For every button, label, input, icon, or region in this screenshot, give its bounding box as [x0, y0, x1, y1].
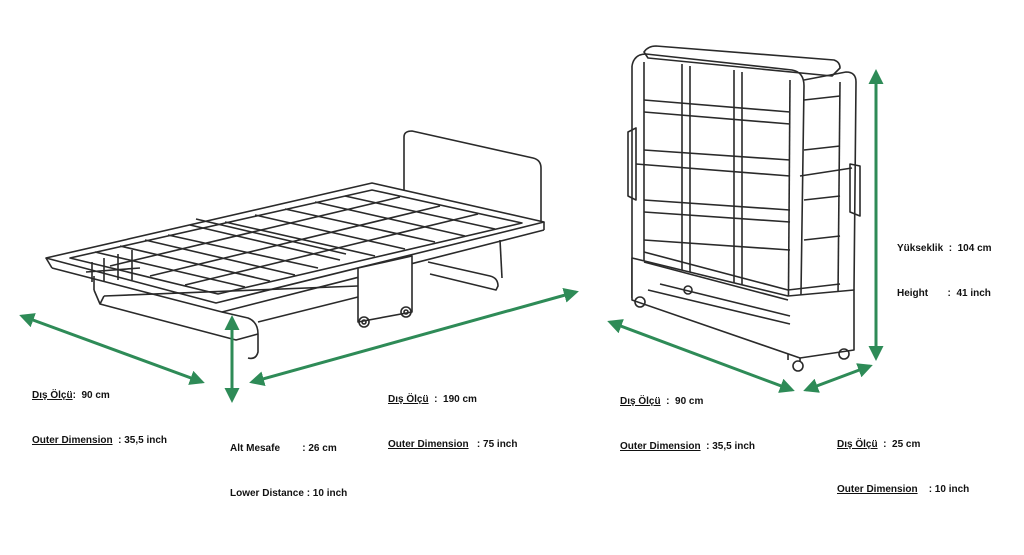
arrow-folded-depth [803, 363, 873, 393]
label-key: Outer Dimension [620, 441, 701, 452]
folded-base [631, 257, 855, 359]
label-value: : 75 inch [468, 439, 518, 450]
label-value: : 41 inch [928, 288, 991, 299]
label-key: Dış Ölçü [388, 394, 429, 405]
label-value: : 26 cm [280, 443, 337, 454]
label-value: : 90 cm [72, 390, 110, 401]
label-value: : 10 inch [917, 484, 970, 495]
label-lower-distance: Alt Mesafe : 26 cm Lower Distance : 10 i… [230, 411, 347, 516]
label-key: Dış Ölçü [837, 439, 878, 450]
label-key: Dış Ölçü [620, 396, 661, 407]
label-key: Height [897, 288, 929, 299]
folded-caster-3 [838, 348, 850, 360]
label-key: Outer Dimension [32, 435, 113, 446]
label-key: Outer Dimension [837, 484, 918, 495]
label-key: Dış Ölçü [32, 390, 73, 401]
label-value: : 35,5 inch [112, 435, 168, 446]
folded-caster-1 [634, 296, 646, 308]
label-value: : 90 cm [660, 396, 704, 407]
arrow-open-length [249, 287, 579, 387]
label-value: : 10 inch [303, 488, 348, 499]
label-value: : 35,5 inch [700, 441, 756, 452]
label-open-width: Dış Ölçü: 90 cm Outer Dimension : 35,5 i… [32, 358, 167, 463]
folded-top-board [643, 45, 841, 77]
label-key: Outer Dimension [388, 439, 469, 450]
arrow-folded-width [607, 319, 795, 393]
label-key: Lower Distance [230, 488, 304, 499]
label-folded-height: Yükseklik : 104 cm Height : 41 inch [897, 211, 992, 316]
label-value: : 104 cm [943, 243, 992, 254]
open-bed-drawing [45, 130, 545, 360]
label-value: : 190 cm [428, 394, 477, 405]
folded-bed-drawing [627, 45, 861, 372]
label-open-length: Dış Ölçü : 190 cm Outer Dimension : 75 i… [388, 362, 517, 467]
folded-caster-2 [792, 360, 804, 372]
label-key: Yükseklik [897, 243, 944, 254]
label-folded-depth: Dış Ölçü : 25 cm Outer Dimension : 10 in… [837, 407, 969, 512]
label-key: Alt Mesafe [230, 443, 281, 454]
dimension-arrows [19, 69, 884, 403]
label-folded-width: Dış Ölçü : 90 cm Outer Dimension : 35,5 … [620, 364, 755, 469]
arrow-open-width [19, 313, 205, 385]
label-value: : 25 cm [877, 439, 921, 450]
